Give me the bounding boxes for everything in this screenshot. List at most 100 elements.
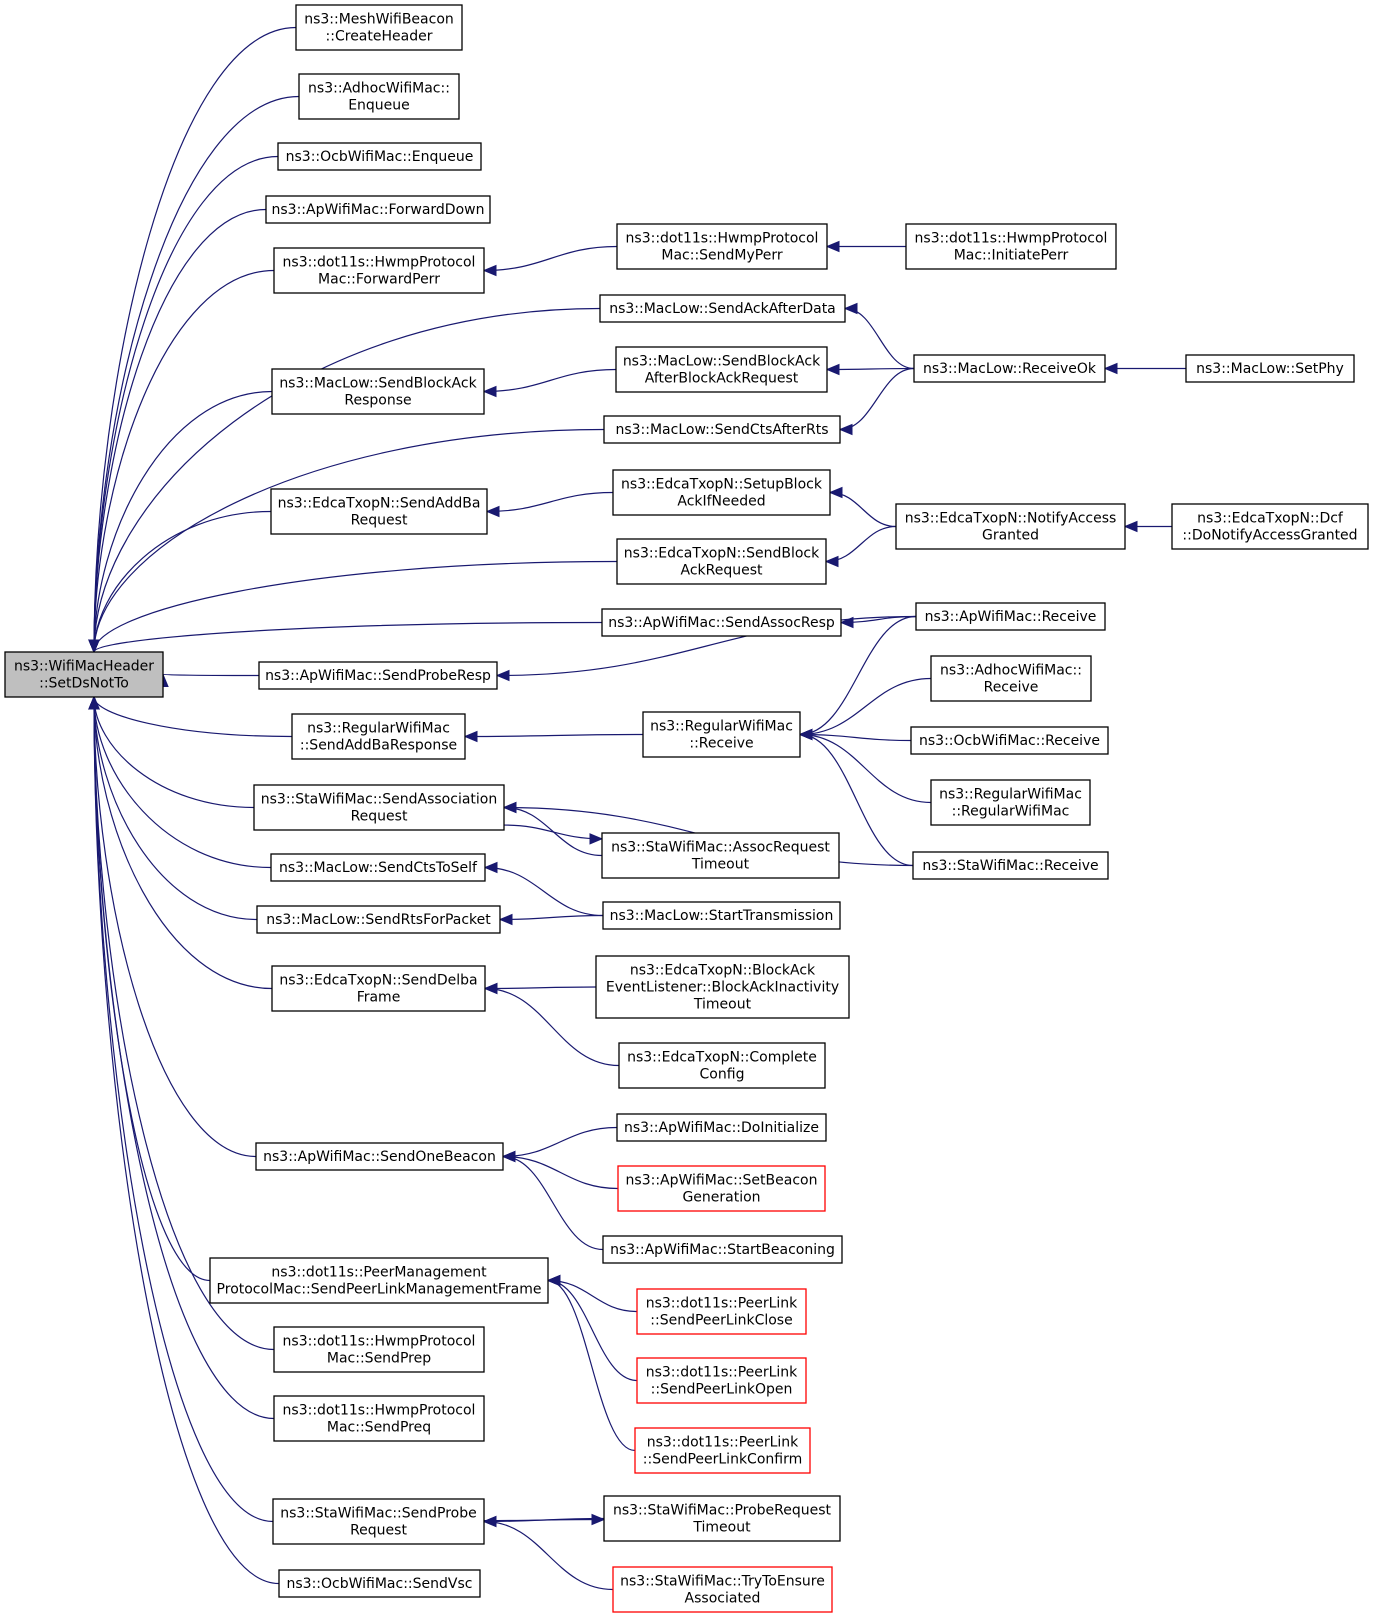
node-ocb_receive[interactable]: ns3::OcbWifiMac::Receive xyxy=(910,726,1109,755)
edge-edca_sendblockackreq-to-root xyxy=(93,560,618,653)
node-box-edca_senddelba xyxy=(271,965,486,1012)
node-edca_dcf[interactable]: ns3::EdcaTxopN::Dcf::DoNotifyAccessGrant… xyxy=(1171,503,1369,550)
node-root[interactable]: ns3::WifiMacHeader::SetDsNotTo xyxy=(4,651,164,698)
node-maclow_sendblockackafter[interactable]: ns3::MacLow::SendBlockAckAfterBlockAckRe… xyxy=(615,346,828,393)
node-peerlink_close[interactable]: ns3::dot11s::PeerLink::SendPeerLinkClose xyxy=(636,1288,807,1335)
node-adhoc_enqueue[interactable]: ns3::AdhocWifiMac::Enqueue xyxy=(298,73,460,120)
edge-maclow_receiveok-to-maclow_sendctsafterrts xyxy=(839,367,915,431)
node-maclow_setphy[interactable]: ns3::MacLow::SetPhy xyxy=(1185,354,1355,383)
node-box-maclow_receiveok xyxy=(913,354,1106,383)
node-sta_receive[interactable]: ns3::StaWifiMac::Receive xyxy=(912,851,1109,880)
node-regular_regular[interactable]: ns3::RegularWifiMac::RegularWifiMac xyxy=(930,779,1091,826)
node-label-mesh_beacon-line-0: ns3::MeshWifiBeacon xyxy=(304,12,454,28)
edge-sta_sendassocreq-to-root xyxy=(93,696,255,809)
node-label-maclow_sendblockackresponse-line-1: Response xyxy=(344,393,411,409)
node-hwmp_forwardperr[interactable]: ns3::dot11s::HwmpProtocolMac::ForwardPer… xyxy=(273,247,485,294)
node-box-ocb_enqueue xyxy=(277,142,482,171)
edge-hwmp_sendpreq-to-root xyxy=(93,696,275,1420)
edge-hwmp_forwardperr-to-root xyxy=(93,269,275,653)
node-maclow_receiveok[interactable]: ns3::MacLow::ReceiveOk xyxy=(913,354,1106,383)
arrowhead-ocb_sendvsc-to-root xyxy=(88,695,100,710)
edge-regular_receive-to-regular_sendaddbaresp xyxy=(464,733,644,738)
node-label-adhoc_receive-line-1: Receive xyxy=(984,680,1039,696)
node-label-peermgmt_sendframe-line-1: ProtocolMac::SendPeerLinkManagementFrame xyxy=(217,1282,542,1298)
node-label-ap_receive-line-0: ns3::ApWifiMac::Receive xyxy=(925,609,1097,625)
node-label-ap_forwarddown-line-0: ns3::ApWifiMac::ForwardDown xyxy=(272,202,485,218)
node-box-maclow_sendblockackafter xyxy=(615,346,828,393)
edge-edca_completeconfig-to-edca_senddelba xyxy=(484,987,620,1067)
node-mesh_beacon[interactable]: ns3::MeshWifiBeacon::CreateHeader xyxy=(295,4,463,51)
node-ap_startbeaconing[interactable]: ns3::ApWifiMac::StartBeaconing xyxy=(602,1235,843,1264)
node-ap_forwarddown[interactable]: ns3::ApWifiMac::ForwardDown xyxy=(265,195,491,224)
node-label-sta_sendassocreq-line-1: Request xyxy=(351,809,408,825)
node-box-hwmp_forwardperr xyxy=(273,247,485,294)
node-box-hwmp_initiateperr xyxy=(905,223,1117,270)
node-label-ocb_sendvsc-line-0: ns3::OcbWifiMac::SendVsc xyxy=(287,1576,473,1592)
arrowhead-regular_receive-to-regular_sendaddbaresp xyxy=(463,730,478,743)
node-label-peerlink_open-line-1: ::SendPeerLinkOpen xyxy=(651,1382,793,1398)
arrowhead-edca_completeconfig-to-edca_senddelba xyxy=(483,982,498,995)
edge-maclow_sendblockackafter-to-maclow_sendblockackresponse xyxy=(483,368,617,393)
node-label-sta_probereqtimeout-line-0: ns3::StaWifiMac::ProbeRequest xyxy=(613,1503,832,1519)
node-ocb_sendvsc[interactable]: ns3::OcbWifiMac::SendVsc xyxy=(278,1569,481,1598)
node-peerlink_open[interactable]: ns3::dot11s::PeerLink::SendPeerLinkOpen xyxy=(636,1357,807,1404)
node-label-hwmp_sendpreq-line-1: Mac::SendPreq xyxy=(327,1420,431,1436)
edge-edca_senddelba-to-root xyxy=(93,696,273,990)
node-label-hwmp_sendprep-line-0: ns3::dot11s::HwmpProtocol xyxy=(283,1334,476,1350)
edge-ocb_receive-to-regular_receive xyxy=(799,733,912,742)
node-box-ap_sendonebeacon xyxy=(255,1142,504,1171)
node-label-ap_setbeacongen-line-1: Generation xyxy=(682,1190,760,1206)
arrowhead-peerlink_confirm-to-peermgmt_sendframe xyxy=(546,1274,561,1287)
node-label-regular_receive-line-0: ns3::RegularWifiMac xyxy=(650,719,793,735)
node-maclow_sendctsafterrts[interactable]: ns3::MacLow::SendCtsAfterRts xyxy=(603,415,841,444)
node-edca_notifyaccess[interactable]: ns3::EdcaTxopN::NotifyAccessGranted xyxy=(895,503,1126,550)
node-ocb_enqueue[interactable]: ns3::OcbWifiMac::Enqueue xyxy=(277,142,482,171)
node-ap_receive[interactable]: ns3::ApWifiMac::Receive xyxy=(915,602,1106,631)
node-maclow_sendctstoself[interactable]: ns3::MacLow::SendCtsToSelf xyxy=(270,853,486,882)
node-regular_receive[interactable]: ns3::RegularWifiMac::Receive xyxy=(642,711,801,758)
node-ap_doinitialize[interactable]: ns3::ApWifiMac::DoInitialize xyxy=(616,1113,827,1142)
node-edca_blockackinactivity[interactable]: ns3::EdcaTxopN::BlockAckEventListener::B… xyxy=(595,955,850,1019)
node-box-sta_receive xyxy=(912,851,1109,880)
node-label-maclow_sendctsafterrts-line-0: ns3::MacLow::SendCtsAfterRts xyxy=(615,422,828,438)
node-maclow_starttransmission[interactable]: ns3::MacLow::StartTransmission xyxy=(602,901,841,930)
node-ap_sendonebeacon[interactable]: ns3::ApWifiMac::SendOneBeacon xyxy=(255,1142,504,1171)
arrowhead-hwmp_sendmyperr-to-hwmp_forwardperr xyxy=(482,264,497,277)
edge-regular_sendaddbaresp-to-root xyxy=(93,696,293,738)
node-adhoc_receive[interactable]: ns3::AdhocWifiMac::Receive xyxy=(930,655,1092,702)
node-ap_sendassocresp[interactable]: ns3::ApWifiMac::SendAssocResp xyxy=(601,608,842,637)
node-regular_sendaddbaresp[interactable]: ns3::RegularWifiMac::SendAddBaResponse xyxy=(291,713,466,760)
arrowhead-edca_notifyaccess-to-edca_sendblockackreq xyxy=(824,555,839,568)
node-label-edca_notifyaccess-line-0: ns3::EdcaTxopN::NotifyAccess xyxy=(905,511,1117,527)
node-box-adhoc_enqueue xyxy=(298,73,460,120)
node-label-ocb_enqueue-line-0: ns3::OcbWifiMac::Enqueue xyxy=(286,149,474,165)
node-label-adhoc_enqueue-line-1: Enqueue xyxy=(348,98,410,114)
edge-maclow_receiveok-to-maclow_sendblockackafter xyxy=(826,367,915,371)
node-label-hwmp_sendmyperr-line-1: Mac::SendMyPerr xyxy=(661,248,782,264)
node-maclow_sendrtsforpacket[interactable]: ns3::MacLow::SendRtsForPacket xyxy=(256,905,501,934)
node-hwmp_initiateperr[interactable]: ns3::dot11s::HwmpProtocolMac::InitiatePe… xyxy=(905,223,1117,270)
node-maclow_sendackafterdata[interactable]: ns3::MacLow::SendAckAfterData xyxy=(599,294,846,323)
node-peermgmt_sendframe[interactable]: ns3::dot11s::PeerManagementProtocolMac::… xyxy=(209,1257,549,1304)
node-label-hwmp_sendmyperr-line-0: ns3::dot11s::HwmpProtocol xyxy=(626,231,819,247)
node-box-maclow_setphy xyxy=(1185,354,1355,383)
node-peerlink_confirm[interactable]: ns3::dot11s::PeerLink::SendPeerLinkConfi… xyxy=(634,1427,811,1474)
node-ap_sendproberesp[interactable]: ns3::ApWifiMac::SendProbeResp xyxy=(258,661,498,690)
node-label-sta_trytoensure-line-1: Associated xyxy=(685,1591,761,1607)
